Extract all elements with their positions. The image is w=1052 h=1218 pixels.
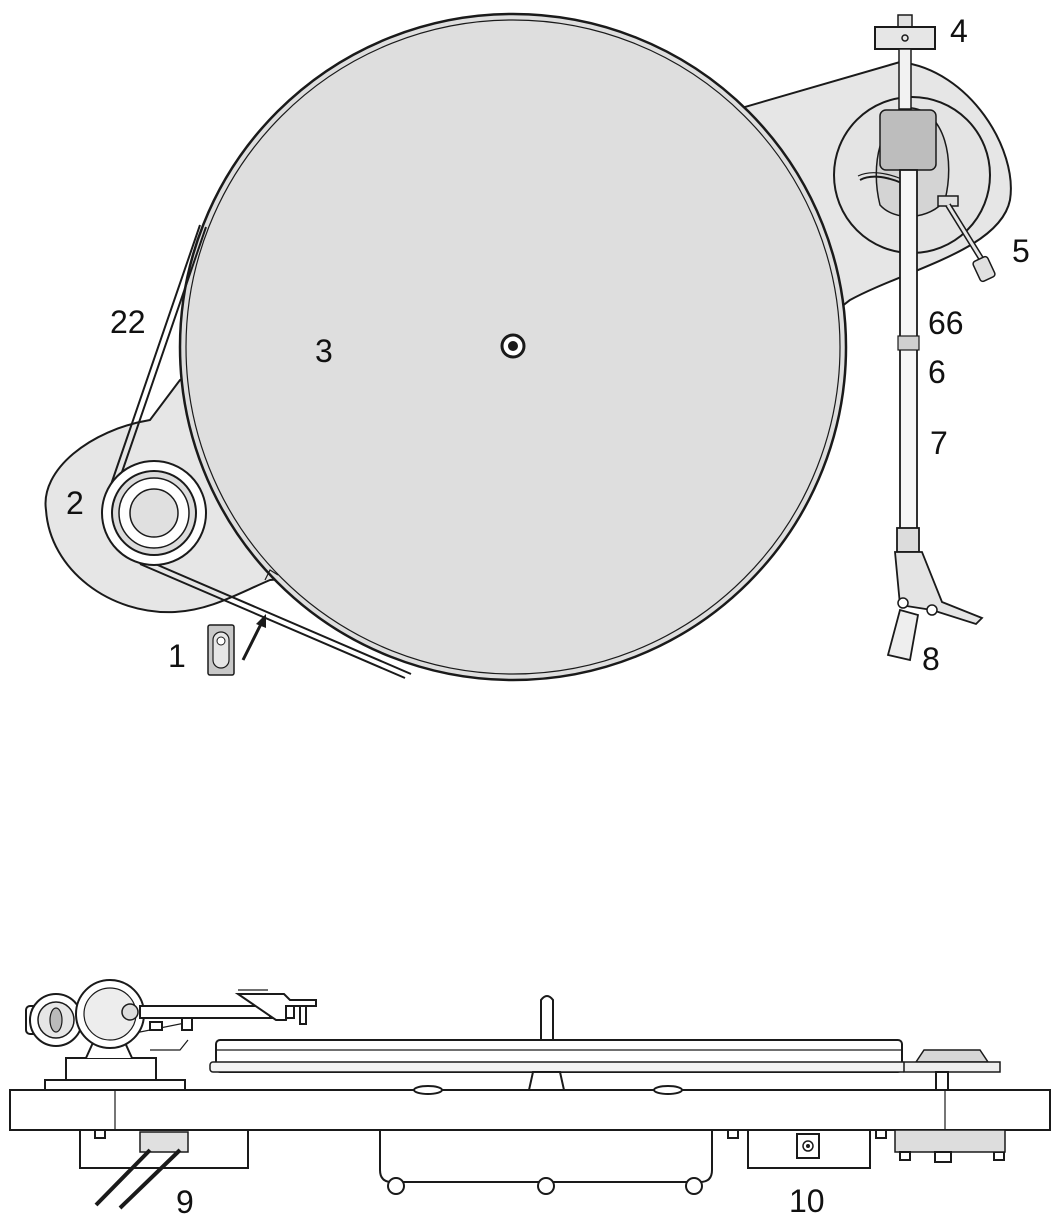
center-foot-right xyxy=(685,1177,703,1195)
center-sub-chassis xyxy=(379,1129,713,1183)
motor-pulley xyxy=(101,460,207,566)
label-arm-lift: 5 xyxy=(1012,233,1030,269)
label-platter: 3 xyxy=(315,333,333,369)
top-view: 1 2 3 4 5 66 6 7 8 22 xyxy=(44,12,1030,682)
counterweight-side xyxy=(25,979,145,1049)
label-headshell: 8 xyxy=(922,641,940,677)
plinth-side-view xyxy=(9,1089,1051,1131)
platter-rim xyxy=(185,19,841,675)
label-tonearm-mark: 66 xyxy=(928,305,964,341)
label-tonearm-end: 7 xyxy=(930,425,948,461)
label-cable-output: 9 xyxy=(176,1184,194,1218)
arrow-icon xyxy=(241,614,266,661)
platter-side-lip xyxy=(209,1061,907,1073)
center-foot-mid xyxy=(537,1177,555,1195)
label-belt: 22 xyxy=(110,304,146,340)
label-counterweight: 4 xyxy=(950,13,968,49)
platter-support-l xyxy=(413,1085,443,1095)
motor-switch xyxy=(207,624,235,676)
drive-belt-lower xyxy=(139,559,412,679)
motor-pulley-side xyxy=(903,1049,1001,1091)
label-motor-switch: 1 xyxy=(168,638,186,674)
power-socket xyxy=(796,1133,820,1159)
label-power-socket: 10 xyxy=(789,1183,825,1218)
cable-output xyxy=(94,1131,189,1210)
tonearm-tube xyxy=(896,169,920,553)
headshell-side xyxy=(234,989,317,1025)
motor-under xyxy=(894,1129,1006,1163)
platter-support-r xyxy=(653,1085,683,1095)
spindle xyxy=(500,333,526,359)
drive-belt xyxy=(103,224,207,508)
center-foot-left xyxy=(387,1177,405,1195)
headshell xyxy=(886,551,984,662)
platter-bearing xyxy=(527,1071,566,1091)
side-view: 9 10 xyxy=(9,979,1051,1218)
arm-lift xyxy=(937,195,996,283)
bracket xyxy=(264,569,279,581)
counterweight xyxy=(874,14,936,110)
label-motor-pulley: 2 xyxy=(66,485,84,521)
label-tonearm-tube: 6 xyxy=(928,354,946,390)
spindle-side xyxy=(540,995,554,1041)
